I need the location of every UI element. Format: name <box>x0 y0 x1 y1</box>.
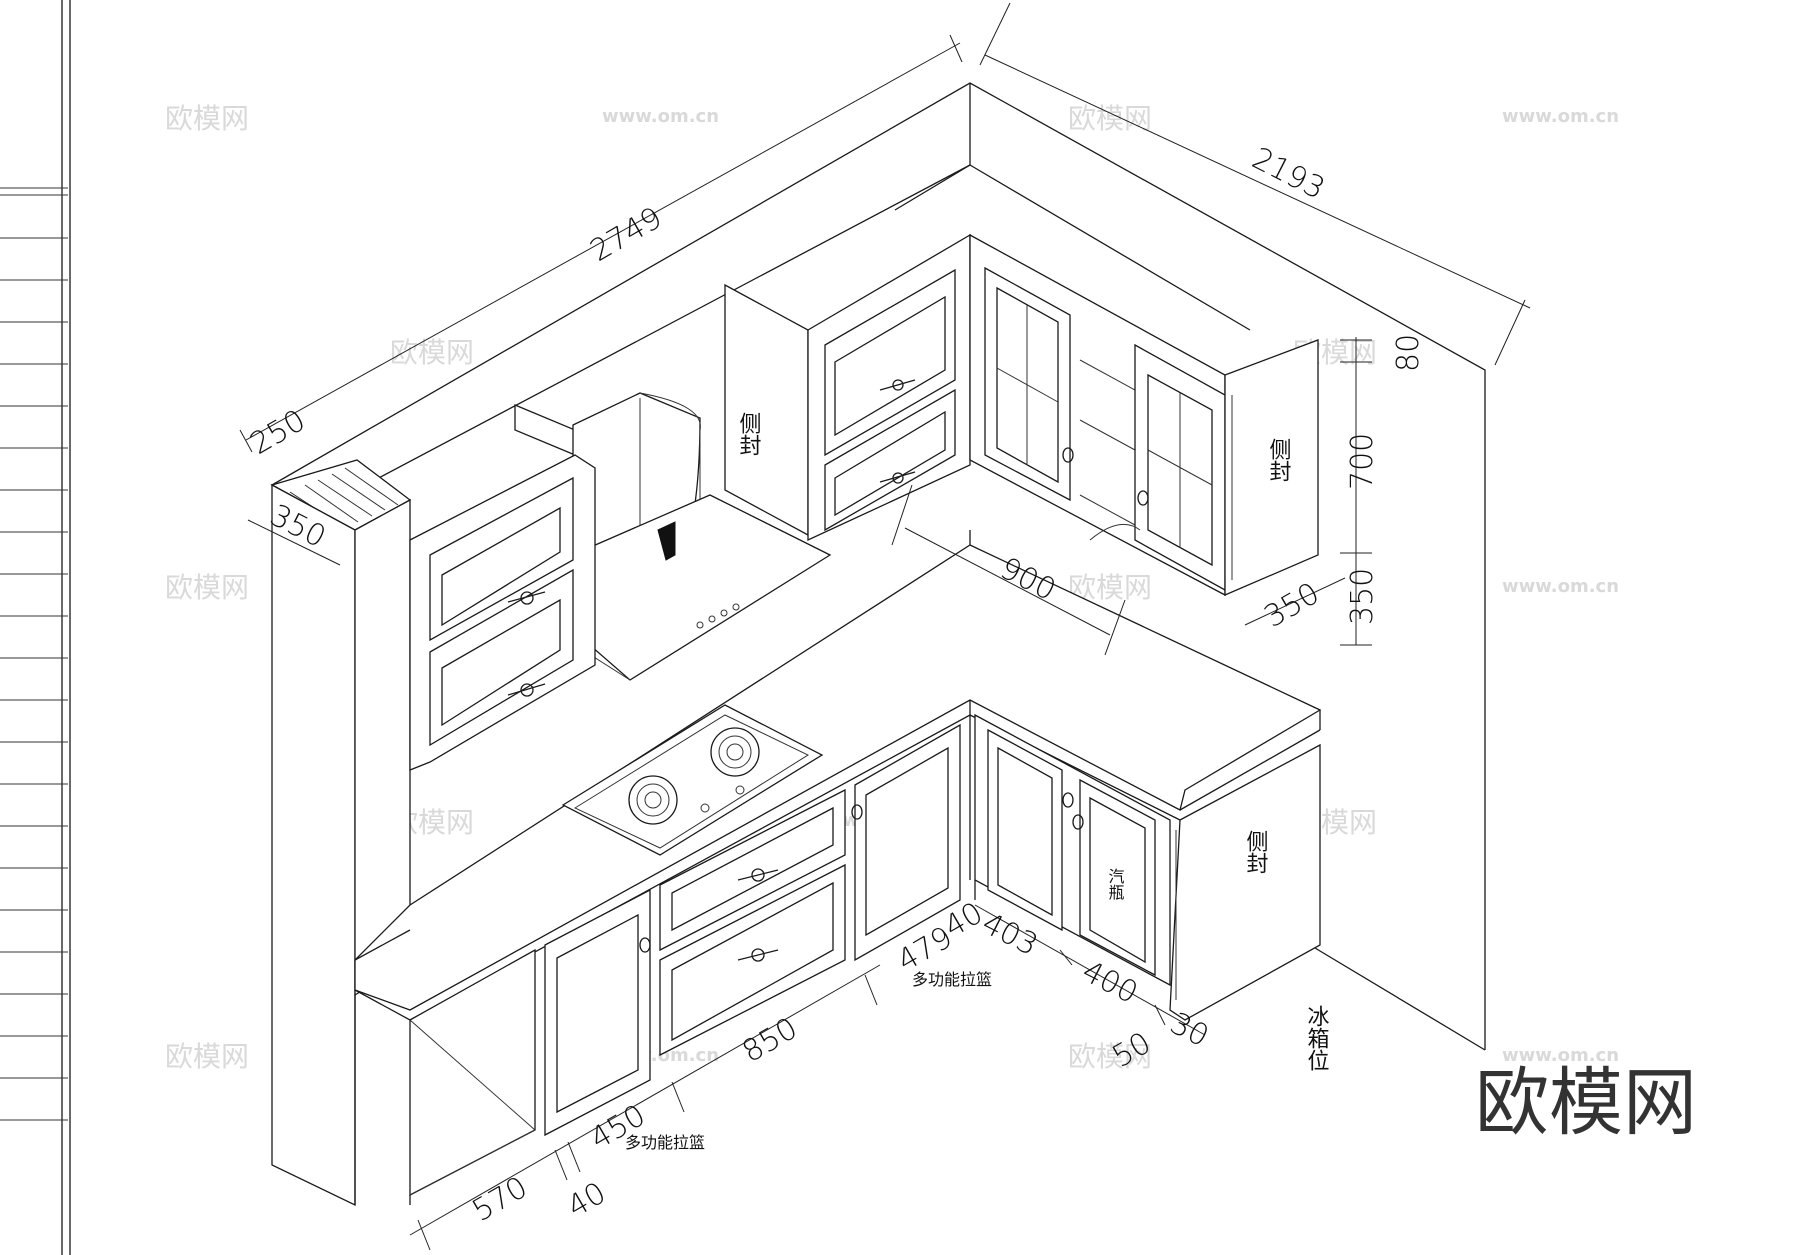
dim-250: 250 <box>245 403 312 462</box>
dim-850: 850 <box>737 1011 804 1070</box>
cooktop <box>561 704 824 856</box>
label-side-panel-base-right: 侧封 <box>1243 830 1269 874</box>
watermark-url: www.om.cn <box>1502 106 1619 127</box>
label-side-panel-upper-right: 侧封 <box>1266 438 1292 482</box>
watermark-brand: 欧模网 <box>165 102 249 135</box>
annotations: 侧封 侧封 侧封 汽瓶 多功能拉篮 多功能拉篮 冰箱位 <box>625 412 1330 1152</box>
dim-40: 40 <box>562 1176 613 1225</box>
room-walls <box>271 82 1486 1051</box>
tall-cabinet <box>270 459 412 1207</box>
watermark-url: www.om.cn <box>602 106 719 127</box>
watermark-brand: 欧模网 <box>1068 102 1152 135</box>
watermark-url: www.om.cn <box>1502 1045 1619 1066</box>
watermark-brand: 欧模网 <box>165 571 249 604</box>
countertop <box>354 544 1322 1021</box>
base-cabinets <box>409 713 1321 1205</box>
label-fridge: 冰箱位 <box>1304 1005 1330 1071</box>
dim-570: 570 <box>467 1170 534 1229</box>
label-gas-bottle: 汽瓶 <box>1106 868 1125 900</box>
dim-2193: 2193 <box>1246 141 1330 207</box>
label-side-panel-upper-left: 侧封 <box>736 412 762 456</box>
dim-30: 30 <box>1164 1006 1214 1055</box>
title-block <box>0 0 71 1255</box>
upper-left-cabinet <box>409 454 596 771</box>
dimension-lines <box>239 2 1531 1251</box>
dim-350-right: 350 <box>1259 576 1326 635</box>
label-basket-left: 多功能拉篮 <box>625 1133 705 1152</box>
dim-2749: 2749 <box>585 200 669 268</box>
label-basket-right: 多功能拉篮 <box>912 970 992 989</box>
dim-80: 80 <box>1391 334 1426 372</box>
dim-700: 700 <box>1345 433 1380 490</box>
watermark-url: www.om.cn <box>1502 576 1619 597</box>
watermark-brand: 欧模网 <box>1068 1040 1152 1073</box>
upper-right-cabinets <box>724 233 1319 597</box>
brand-logo: 欧模网 <box>1475 1060 1697 1146</box>
dim-350-bottom: 350 <box>1345 568 1380 625</box>
watermark-brand: 欧模网 <box>165 1040 249 1073</box>
